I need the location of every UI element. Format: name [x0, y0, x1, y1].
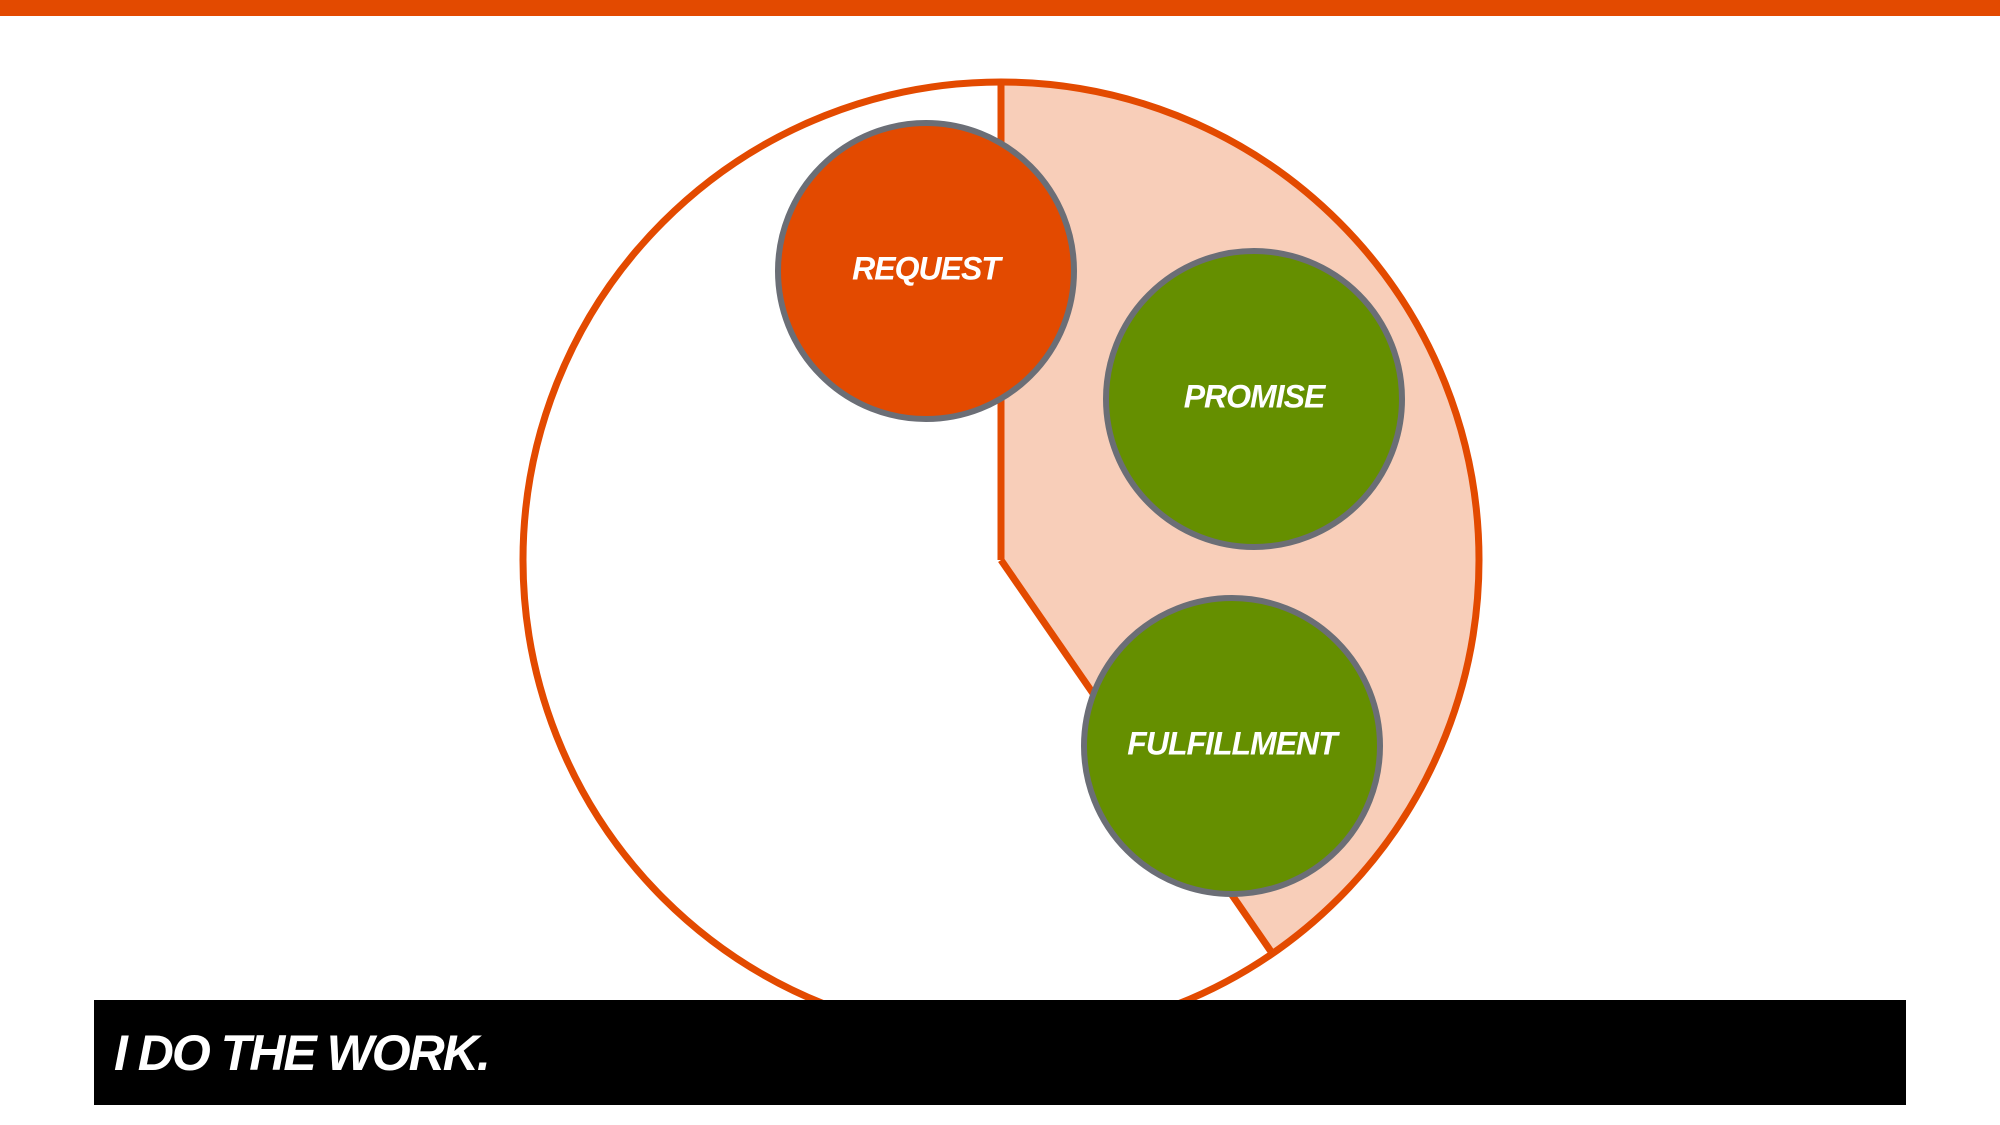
top-accent-bar: [0, 0, 2000, 16]
node-fulfillment: FULFILLMENT: [1081, 595, 1383, 897]
caption-text: I DO THE WORK.: [114, 1024, 491, 1081]
node-fulfillment-label: FULFILLMENT: [1127, 725, 1340, 761]
node-request: REQUEST: [775, 120, 1077, 422]
node-promise: PROMISE: [1103, 248, 1405, 550]
node-request-label: REQUEST: [852, 250, 1003, 286]
node-promise-label: PROMISE: [1184, 378, 1327, 414]
caption-bar: I DO THE WORK.: [94, 1000, 1906, 1105]
